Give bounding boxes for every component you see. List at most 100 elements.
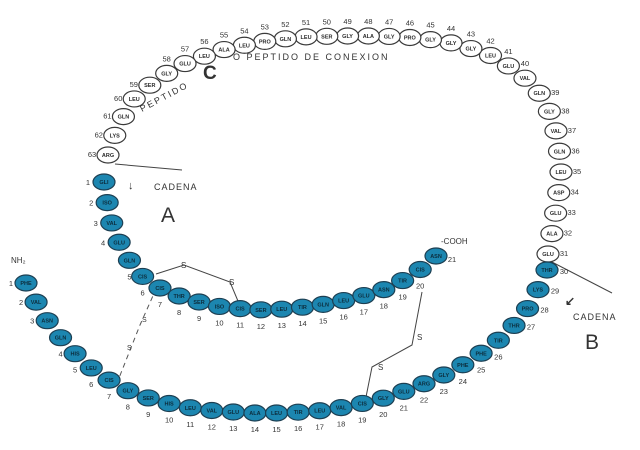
residue-name: LEU xyxy=(199,54,210,60)
residue-bead xyxy=(35,312,59,330)
residue-number: 21 xyxy=(448,255,456,264)
chain-b-residue: CIS 19 xyxy=(350,394,374,424)
residue-name: LEU xyxy=(271,411,282,417)
residue-number: 10 xyxy=(215,318,223,327)
residue-name: LEU xyxy=(338,299,349,305)
residue-bead xyxy=(79,359,103,377)
residue-name: GLN xyxy=(317,302,329,308)
residue-name: LEU xyxy=(239,43,250,49)
residue-name: PRO xyxy=(522,307,535,313)
residue-number: 7 xyxy=(158,300,162,309)
residue-bead xyxy=(92,173,116,191)
residue-number: 51 xyxy=(302,18,310,27)
residue-bead xyxy=(432,366,456,384)
sulfur-label: S xyxy=(127,345,132,352)
residue-name: PRO xyxy=(259,39,272,45)
residue-name: GLN xyxy=(118,115,130,121)
residue-number: 45 xyxy=(426,21,434,30)
residue-name: ASN xyxy=(41,319,53,325)
residue-number: 1 xyxy=(9,279,13,288)
residue-number: 11 xyxy=(236,321,244,330)
residue-name: VAL xyxy=(520,76,531,82)
residue-bead xyxy=(527,84,551,102)
residue-number: 6 xyxy=(141,288,145,297)
residue-name: GLU xyxy=(550,211,562,217)
residue-name: TIR xyxy=(494,338,503,344)
residue-bead xyxy=(371,389,395,407)
residue-number: 28 xyxy=(540,306,548,315)
residue-bead xyxy=(502,316,526,335)
residue-name: LEU xyxy=(314,409,325,415)
residue-number: 13 xyxy=(229,424,237,433)
residue-bead xyxy=(391,271,415,290)
residue-number: 17 xyxy=(316,423,324,432)
residue-name: PHE xyxy=(475,351,487,357)
disulfide-bond-a20-b19 xyxy=(365,291,423,398)
residue-name: SER xyxy=(255,308,266,314)
residue-name: ISO xyxy=(215,304,225,310)
residue-number: 8 xyxy=(126,403,130,412)
residue-number: 19 xyxy=(358,415,366,424)
residue-number: 7 xyxy=(107,392,111,401)
residue-number: 21 xyxy=(400,403,408,412)
residue-name: TIR xyxy=(298,305,307,311)
residue-number: 13 xyxy=(278,321,286,330)
residue-bead xyxy=(412,375,436,393)
residue-number: 29 xyxy=(551,287,559,296)
residue-bead xyxy=(100,214,124,232)
residue-name: GLN xyxy=(280,37,292,43)
residue-name: ALA xyxy=(546,232,557,238)
sulfur-label: S xyxy=(142,317,147,324)
residue-name: GLN xyxy=(533,91,545,97)
residue-number: 43 xyxy=(467,30,475,39)
sulfur-label: S xyxy=(378,363,383,372)
residue-name: GLY xyxy=(122,389,133,395)
residue-name: GLY xyxy=(544,109,555,115)
residue-bead xyxy=(513,69,537,87)
residue-number: 50 xyxy=(323,17,331,26)
residue-name: VAL xyxy=(336,406,347,412)
residue-number: 20 xyxy=(379,410,387,419)
residue-bead xyxy=(515,299,540,318)
residue-name: CIS xyxy=(236,307,246,313)
residue-name: SER xyxy=(193,300,204,306)
sulfur-label: S xyxy=(229,278,234,287)
residue-name: GLY xyxy=(446,41,457,47)
residue-number: 47 xyxy=(385,17,393,26)
residue-bead xyxy=(14,274,38,292)
residue-bead xyxy=(544,122,568,140)
residue-number: 8 xyxy=(177,308,181,317)
residue-name: GLU xyxy=(503,64,515,70)
residue-name: CIS xyxy=(358,401,368,407)
arrow-a: ↓ xyxy=(128,180,134,192)
residue-name: GLY xyxy=(161,71,172,77)
residue-bead xyxy=(192,47,217,65)
residue-number: 58 xyxy=(163,54,171,63)
residue-name: LEU xyxy=(301,35,312,41)
